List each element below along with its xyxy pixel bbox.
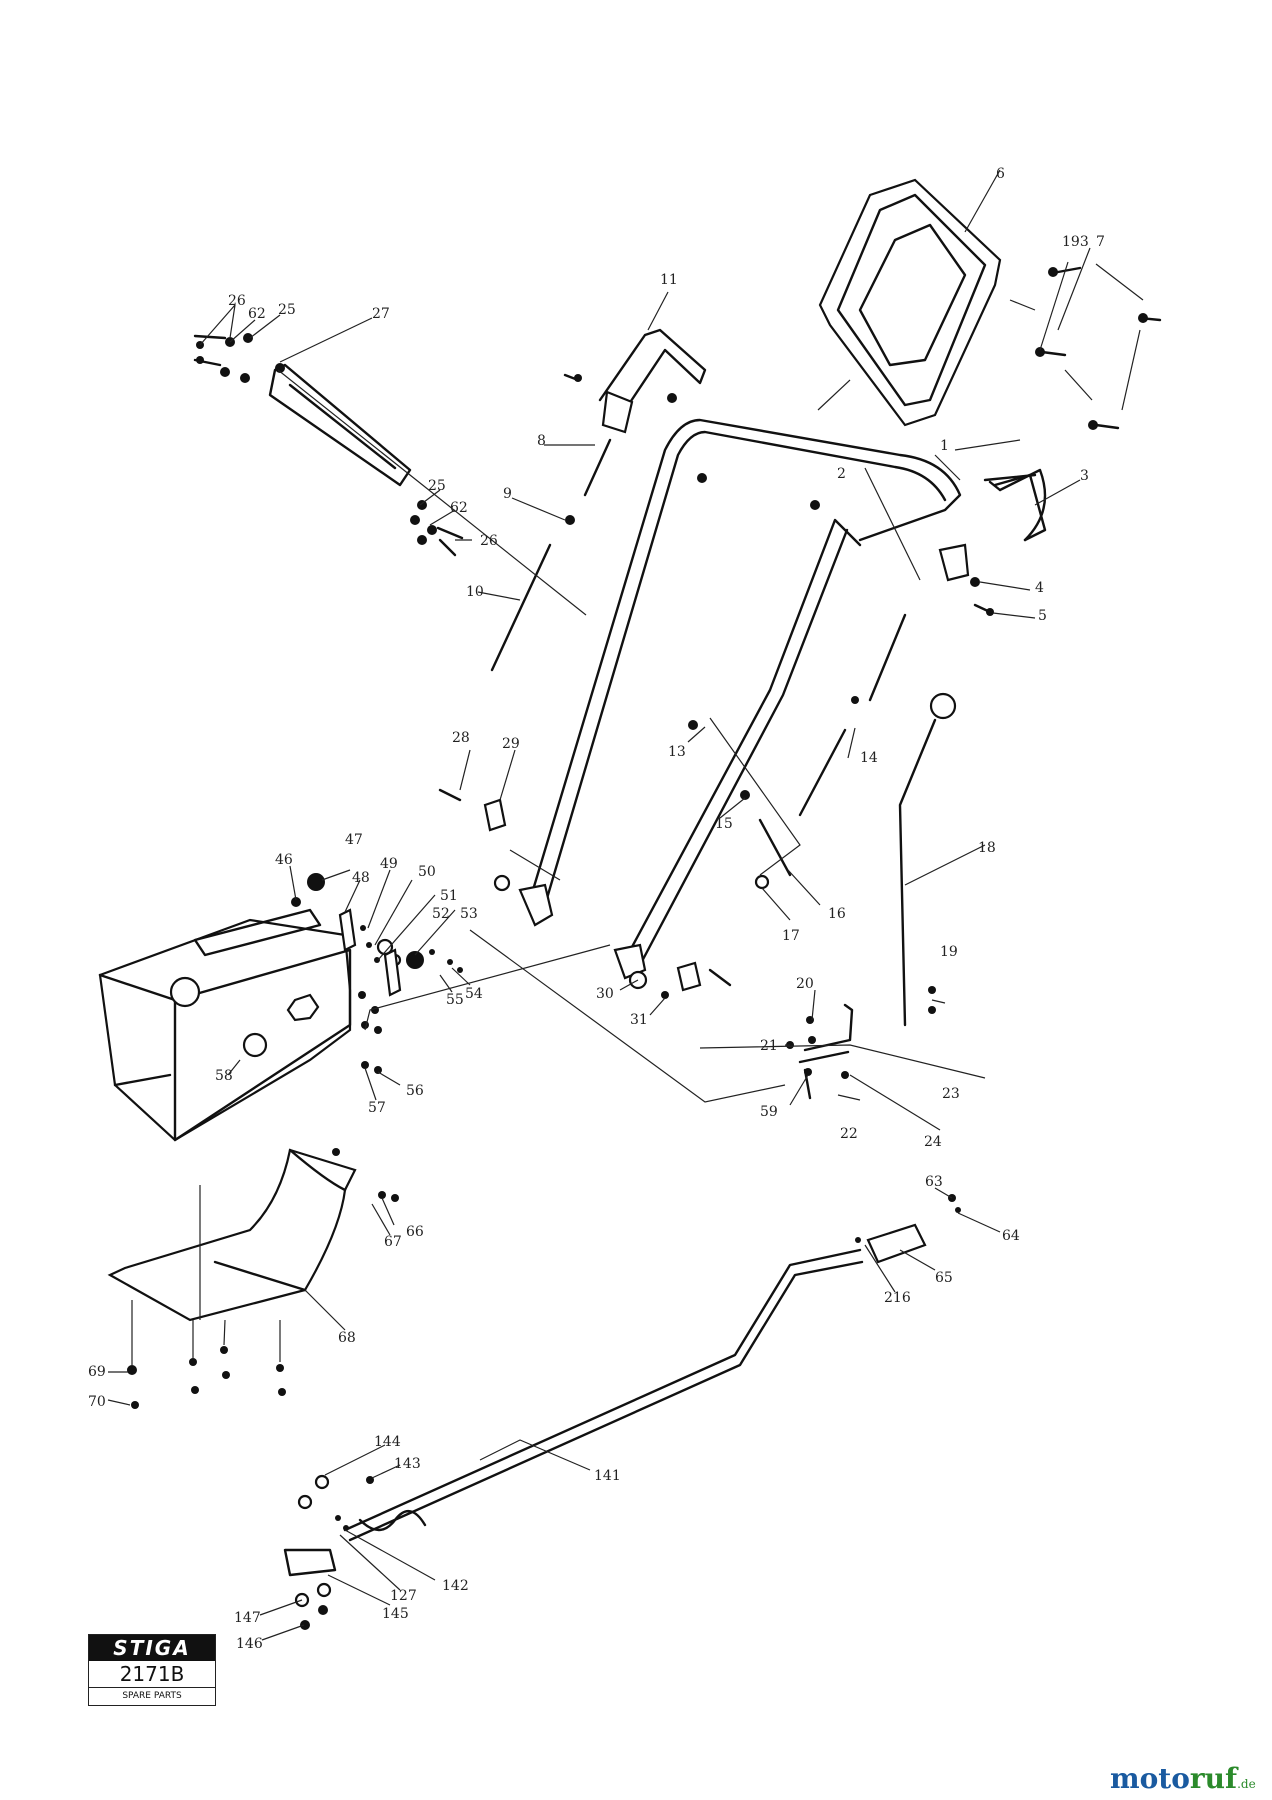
label-145: 145 <box>382 1606 409 1622</box>
part-11-lever <box>598 328 707 434</box>
part-14-rod <box>798 728 847 817</box>
watermark-part-b: ruf <box>1189 1762 1238 1795</box>
label-1: 1 <box>940 438 949 454</box>
label-59: 59 <box>760 1104 778 1120</box>
label-9: 9 <box>503 486 512 502</box>
label-26-mid: 26 <box>480 533 498 549</box>
label-19: 19 <box>940 944 958 960</box>
label-21: 21 <box>760 1038 778 1054</box>
watermark-part-a: moto <box>1110 1762 1190 1795</box>
label-24: 24 <box>924 1134 942 1150</box>
label-27: 27 <box>372 306 390 322</box>
stiga-logo: STIGA 2171B SPARE PARTS <box>88 1634 216 1706</box>
label-58: 58 <box>215 1068 233 1084</box>
part-6-cover <box>818 178 1002 427</box>
label-31: 31 <box>630 1012 648 1028</box>
label-68: 68 <box>338 1330 356 1346</box>
label-29: 29 <box>502 736 520 752</box>
label-28: 28 <box>452 730 470 746</box>
part-145-bracket <box>283 1548 337 1577</box>
label-193: 193 <box>1062 234 1089 250</box>
label-13: 13 <box>668 744 686 760</box>
part-8-spring <box>583 438 612 497</box>
label-17: 17 <box>782 928 800 944</box>
label-15: 15 <box>715 816 733 832</box>
diagram-code: 2171B <box>89 1661 215 1688</box>
label-62-top: 62 <box>248 306 266 322</box>
label-53: 53 <box>460 906 478 922</box>
label-50: 50 <box>418 864 436 880</box>
part-16-pin <box>758 818 792 877</box>
part-27-bracket <box>268 363 412 487</box>
label-69: 69 <box>88 1364 106 1380</box>
part-18-lever <box>898 718 937 1027</box>
label-142: 142 <box>442 1578 469 1594</box>
label-30: 30 <box>596 986 614 1002</box>
part-68-chute <box>107 1148 357 1322</box>
part-14-spring <box>868 613 907 702</box>
fasteners <box>127 266 1162 1630</box>
part-10-rod <box>490 543 552 672</box>
label-14: 14 <box>860 750 878 766</box>
label-143: 143 <box>394 1456 421 1472</box>
label-141: 141 <box>594 1468 621 1484</box>
label-8: 8 <box>537 433 546 449</box>
label-46: 46 <box>275 852 293 868</box>
motoruf-watermark: motoruf.de <box>1110 1762 1256 1795</box>
label-54: 54 <box>465 986 483 1002</box>
spare-parts-caption: SPARE PARTS <box>122 1691 182 1701</box>
label-25-top: 25 <box>278 302 296 318</box>
part-142-spring <box>358 1510 427 1532</box>
label-57: 57 <box>368 1100 386 1116</box>
label-16: 16 <box>828 906 846 922</box>
label-63: 63 <box>925 1174 943 1190</box>
label-10: 10 <box>466 584 484 600</box>
stiga-brand: STIGA <box>89 1635 215 1661</box>
label-6: 6 <box>996 166 1005 182</box>
label-3: 3 <box>1080 468 1089 484</box>
watermark-part-c: .de <box>1237 1777 1256 1791</box>
label-2: 2 <box>837 466 846 482</box>
label-48: 48 <box>352 870 370 886</box>
label-26-top: 26 <box>228 293 246 309</box>
label-70: 70 <box>88 1394 106 1410</box>
label-49: 49 <box>380 856 398 872</box>
label-11: 11 <box>660 272 678 288</box>
label-146: 146 <box>236 1636 263 1652</box>
label-23: 23 <box>942 1086 960 1102</box>
part-65-grip <box>866 1223 927 1264</box>
label-65: 65 <box>935 1270 953 1286</box>
label-7: 7 <box>1096 234 1105 250</box>
part-1-handle <box>518 418 962 980</box>
part-58-housing <box>98 908 352 1142</box>
label-4: 4 <box>1035 580 1044 596</box>
leader-lines <box>107 169 1144 1641</box>
rods <box>490 438 957 1027</box>
label-67: 67 <box>384 1234 402 1250</box>
part-labels: 6 193 7 11 26 62 25 27 8 1 2 3 9 25 62 2… <box>88 166 1105 1652</box>
label-20: 20 <box>796 976 814 992</box>
label-5: 5 <box>1038 608 1047 624</box>
label-216: 216 <box>884 1290 911 1306</box>
part-141-rod <box>283 1223 927 1577</box>
part-3-lever <box>938 468 1047 582</box>
label-127: 127 <box>390 1588 417 1604</box>
label-56: 56 <box>406 1083 424 1099</box>
label-25-mid: 25 <box>428 478 446 494</box>
part-18-knob <box>929 692 957 720</box>
label-52: 52 <box>432 906 450 922</box>
label-62-mid: 62 <box>450 500 468 516</box>
label-22: 22 <box>840 1126 858 1142</box>
label-147: 147 <box>234 1610 261 1626</box>
label-64: 64 <box>1002 1228 1020 1244</box>
label-144: 144 <box>374 1434 401 1450</box>
label-66: 66 <box>406 1224 424 1240</box>
label-51: 51 <box>440 888 458 904</box>
label-47: 47 <box>345 832 363 848</box>
label-18: 18 <box>978 840 996 856</box>
label-55: 55 <box>446 992 464 1008</box>
